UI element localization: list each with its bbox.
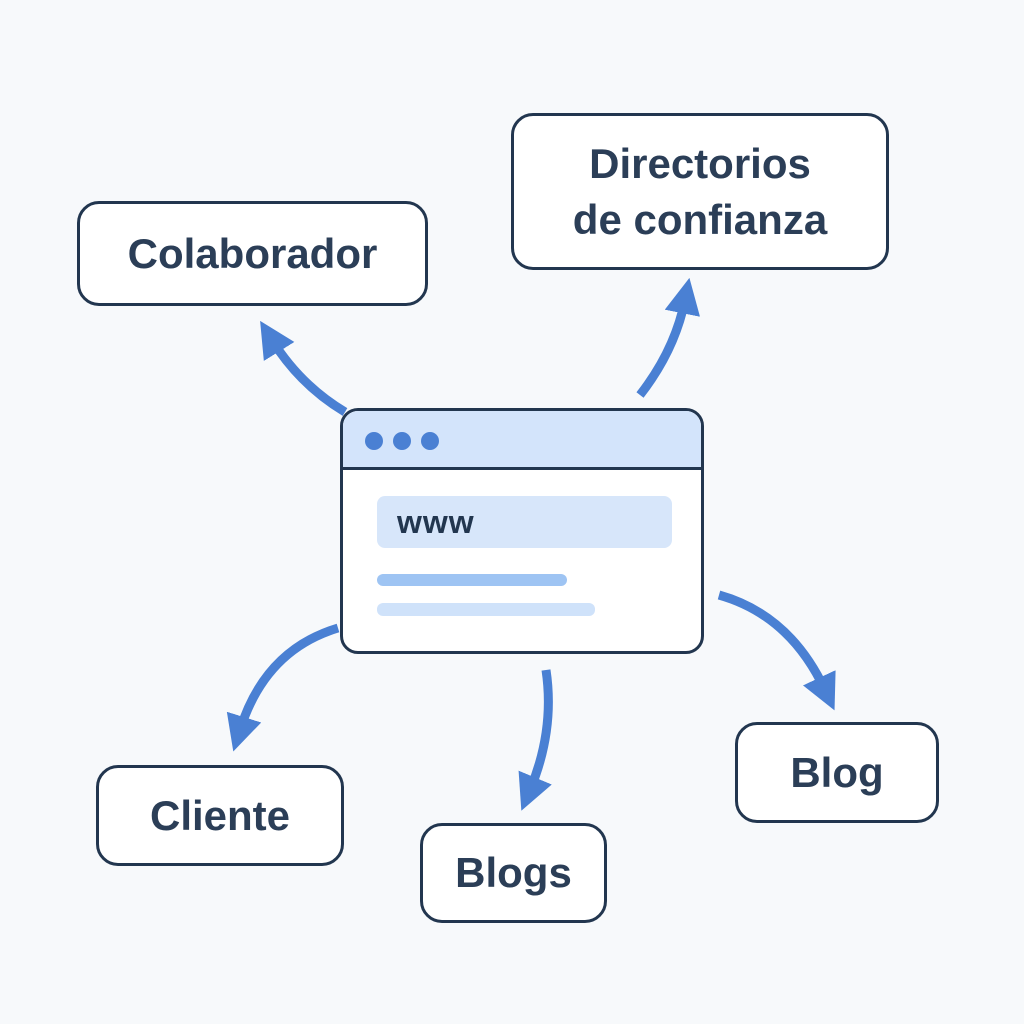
window-dot-icon [393,432,411,450]
window-dot-icon [365,432,383,450]
window-dot-icon [421,432,439,450]
arrow-to-directorios [636,277,700,398]
browser-titlebar [343,411,701,470]
node-colaborador: Colaborador [77,201,428,306]
content-line-placeholder [377,574,567,586]
node-directorios-label-line1: Directorios [589,139,811,187]
arrow-to-colaborador [260,320,348,416]
node-blogs-label: Blogs [455,849,572,896]
node-blog: Blog [735,722,939,823]
node-blog-label: Blog [790,748,884,796]
content-line-placeholder [377,603,595,616]
arrow-to-blog [717,590,836,711]
arrow-to-cliente [226,623,340,752]
node-cliente: Cliente [96,765,344,866]
arrow-to-blogs [518,669,553,811]
node-directorios-de-confianza: Directorios de confianza [511,113,889,270]
node-directorios-label-line2: de confianza [572,195,828,243]
website-browser-window: www [340,408,704,654]
url-text: www [397,503,475,540]
node-colaborador-label: Colaborador [127,229,378,277]
node-blogs: Blogs [420,823,607,923]
node-cliente-label: Cliente [149,791,291,839]
browser-url-bar: www [377,496,672,548]
